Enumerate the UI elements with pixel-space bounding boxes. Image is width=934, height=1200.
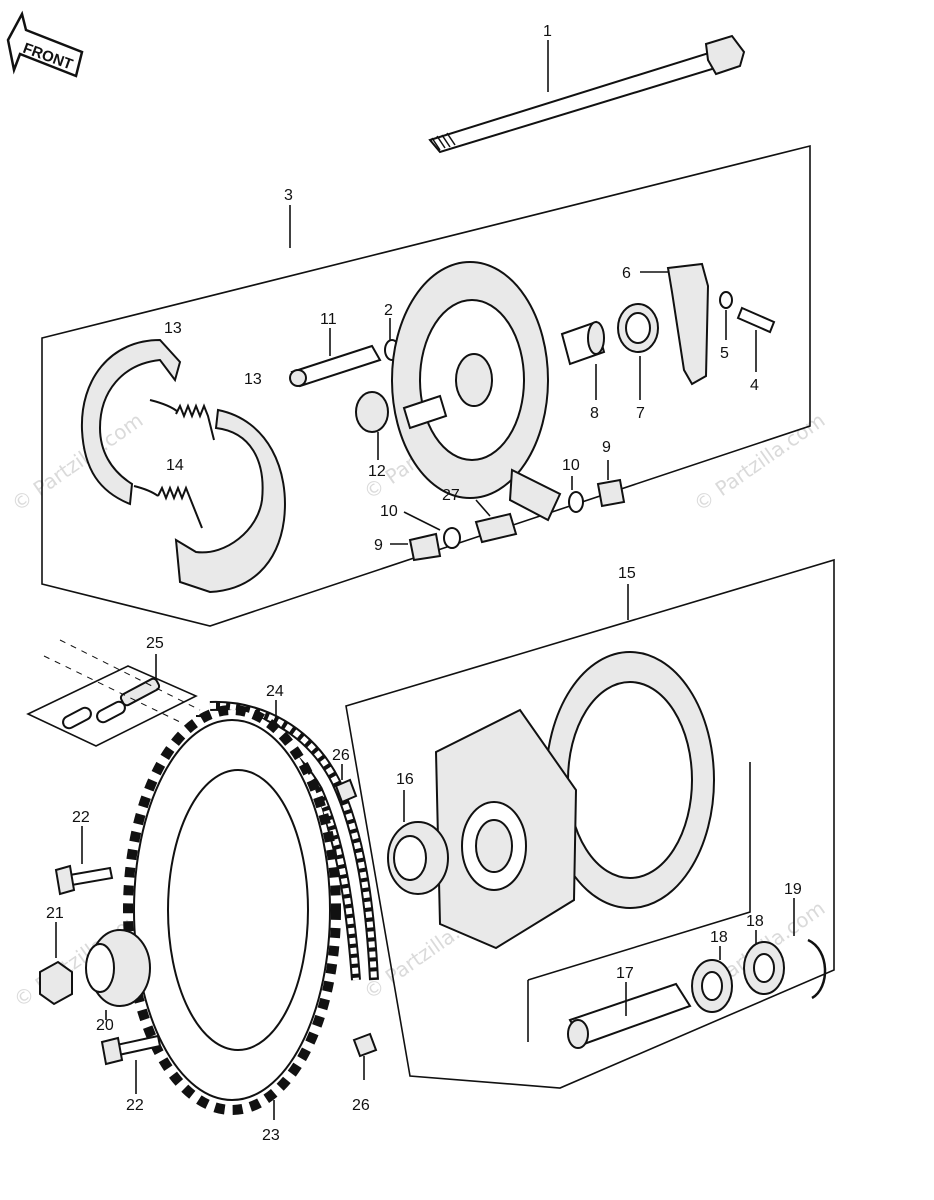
callout-9a: 9 bbox=[602, 439, 611, 456]
brake-panel-part bbox=[391, 261, 562, 522]
rear-sprocket-part bbox=[123, 705, 341, 1120]
callout-23: 23 bbox=[262, 1127, 280, 1144]
spring-part bbox=[133, 399, 215, 529]
small-parts-lower bbox=[390, 460, 626, 562]
callout-24: 24 bbox=[266, 683, 284, 700]
callout-27: 27 bbox=[442, 487, 460, 504]
callout-1: 1 bbox=[543, 23, 552, 40]
callout-2: 2 bbox=[384, 302, 393, 319]
front-arrow-icon: FRONT bbox=[6, 10, 84, 78]
callout-4: 4 bbox=[750, 377, 759, 394]
callout-21: 21 bbox=[46, 905, 64, 922]
callout-12: 12 bbox=[368, 463, 386, 480]
callout-9b: 9 bbox=[374, 537, 383, 554]
fasteners-parts bbox=[39, 764, 378, 1094]
callout-3: 3 bbox=[284, 187, 293, 204]
hub-group-box bbox=[345, 558, 835, 1089]
callout-20: 20 bbox=[96, 1017, 114, 1034]
small-parts-upper bbox=[355, 262, 776, 460]
callout-11: 11 bbox=[320, 311, 337, 328]
callout-19: 19 bbox=[784, 881, 802, 898]
callout-18a: 18 bbox=[710, 929, 728, 946]
callout-labels: 1 3 2 11 12 13 13 14 6 5 4 8 7 9 10 27 1… bbox=[46, 23, 802, 1144]
callout-13a: 13 bbox=[164, 320, 182, 337]
callout-7: 7 bbox=[636, 405, 645, 422]
bearing-part bbox=[387, 790, 449, 895]
callout-8: 8 bbox=[590, 405, 599, 422]
callout-13b: 13 bbox=[244, 371, 262, 388]
axle-part bbox=[428, 34, 746, 154]
brake-cam-part bbox=[289, 328, 382, 388]
callout-22a: 22 bbox=[72, 809, 90, 826]
callout-26a: 26 bbox=[332, 747, 350, 764]
callout-14: 14 bbox=[166, 457, 184, 474]
rear-hub-part bbox=[434, 651, 715, 950]
callout-16: 16 bbox=[396, 771, 414, 788]
callout-25: 25 bbox=[146, 635, 164, 652]
callout-10b: 10 bbox=[380, 503, 398, 520]
callout-26b: 26 bbox=[352, 1097, 370, 1114]
chain-joint-part bbox=[26, 639, 201, 747]
callout-6: 6 bbox=[622, 265, 631, 282]
callout-10a: 10 bbox=[562, 457, 580, 474]
callout-15: 15 bbox=[618, 565, 636, 582]
callout-17: 17 bbox=[616, 965, 634, 982]
callout-5: 5 bbox=[720, 345, 729, 362]
brake-shoe-part bbox=[80, 338, 286, 594]
callout-18b: 18 bbox=[746, 913, 764, 930]
callout-22b: 22 bbox=[126, 1097, 144, 1114]
hub-internal-parts bbox=[567, 898, 827, 1049]
watermark: © Partzilla.com bbox=[689, 408, 829, 516]
